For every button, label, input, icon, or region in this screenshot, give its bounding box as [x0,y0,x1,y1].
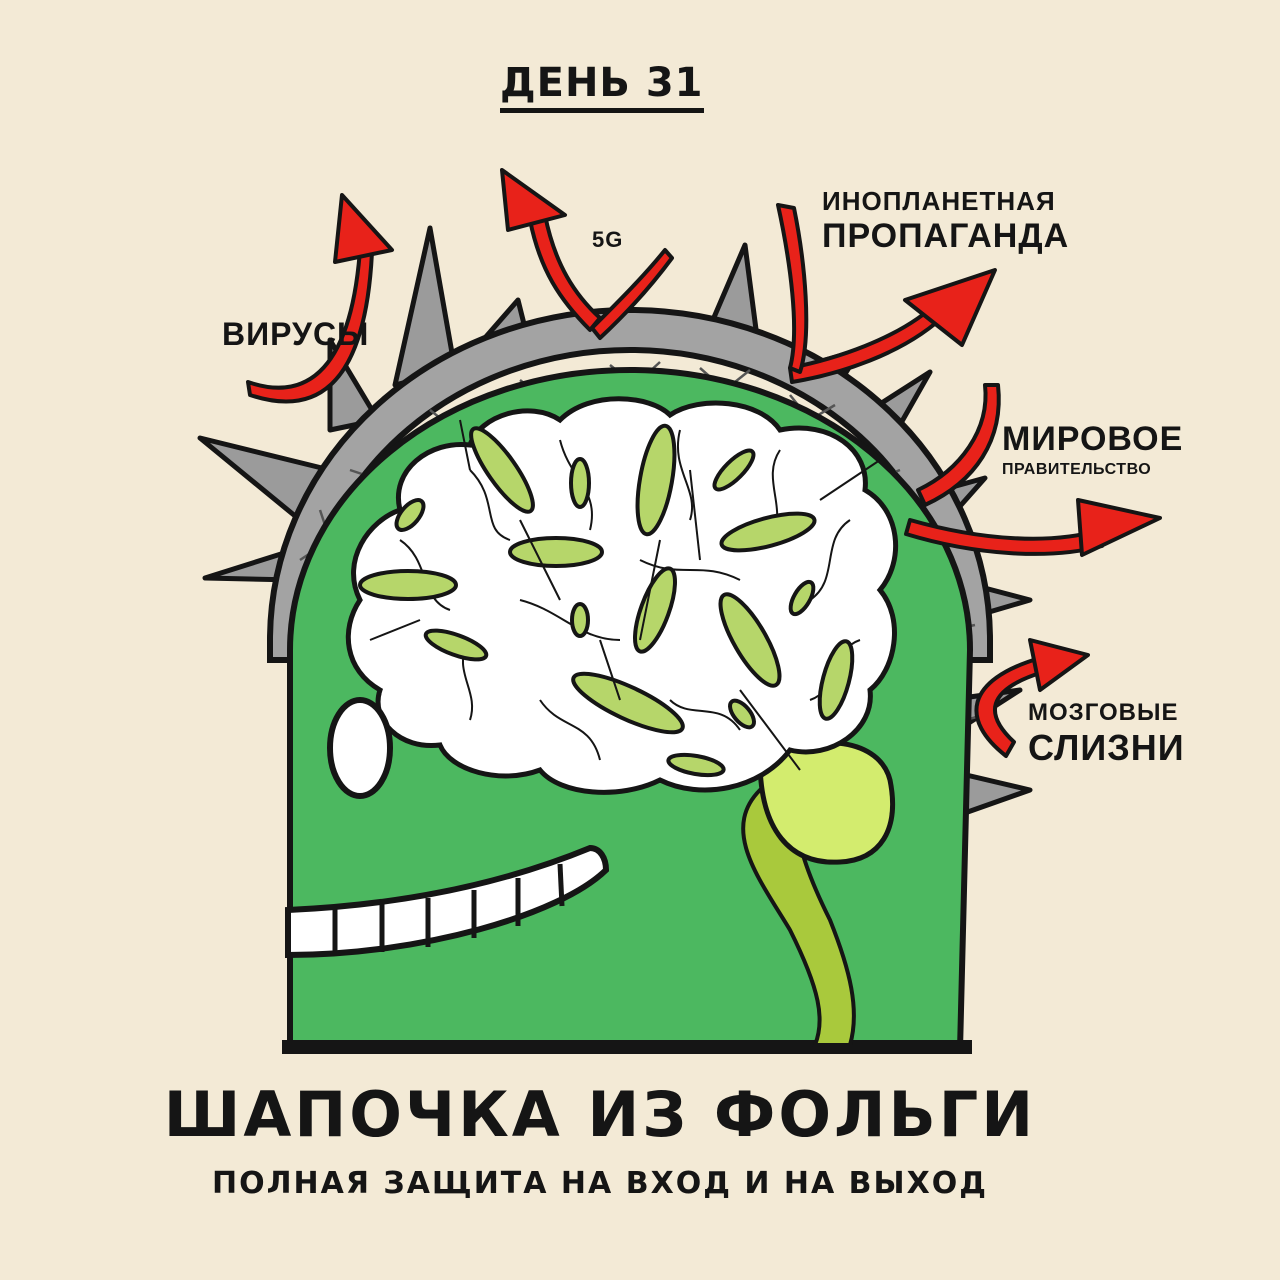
red-arrows [246,168,1162,758]
brain [345,396,899,795]
slug [423,628,489,662]
slug [788,579,816,617]
foil-cap [267,307,993,663]
slug [718,592,782,688]
arrow-5g [500,168,674,340]
label-5g: 5G [592,227,624,252]
slug [728,698,756,730]
label-alien-line1: ИНОПЛАНЕТНАЯ [822,186,1056,216]
arrow-viruses [246,193,394,404]
slug [570,602,590,638]
label-world-line2: ПРАВИТЕЛЬСТВО [1002,460,1152,478]
slug [358,569,458,601]
slug-tendrils [369,419,881,771]
caption-title: ШАПОЧКА ИЗ ФОЛЬГИ [163,1078,1037,1151]
slug [712,448,756,492]
label-alien-propaganda: ИНОПЛАНЕТНАЯ ПРОПАГАНДА [822,186,1070,256]
arrow-alien [776,203,997,384]
slug [666,752,726,778]
slug [569,457,591,509]
slug [469,426,535,514]
ground-line [282,1040,972,1054]
label-brain-slugs: МОЗГОВЫЕ СЛИЗНИ [1028,700,1185,767]
caption-subtitle: ПОЛНАЯ ЗАЩИТА НА ВХОД И НА ВЫХОД [212,1166,988,1201]
label-world-line1: МИРОВОЕ [1002,420,1184,458]
slug [394,498,426,532]
label-slugs-line2: СЛИЗНИ [1028,727,1185,769]
label-alien-line2: ПРОПАГАНДА [822,217,1070,256]
arrow-slugs [974,638,1090,758]
slug [719,511,817,553]
brain-stem [741,788,856,1047]
slug [571,671,685,735]
label-slugs-line1: МОЗГОВЫЕ [1028,699,1179,726]
label-world-government: МИРОВОЕ ПРАВИТЕЛЬСТВО [1002,420,1184,478]
slug [817,639,855,721]
arrow-world [904,383,1162,557]
slug [633,566,677,654]
day-heading: ДЕНЬ 31 [500,62,704,113]
slug [508,536,604,568]
eye [327,697,393,799]
slug [635,423,677,537]
label-viruses: ВИРУСЫ [222,316,370,352]
smile [285,844,610,959]
